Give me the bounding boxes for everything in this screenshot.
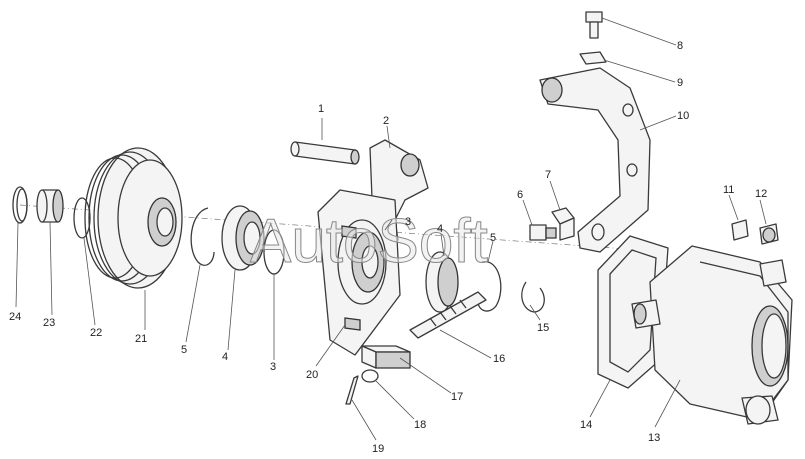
callout-11: 11 xyxy=(723,184,734,196)
part-17-key xyxy=(361,345,411,369)
callout-numbers: 1 2 3 4 5 6 7 8 9 10 11 12 13 14 15 16 1… xyxy=(9,40,767,455)
part-21-pulley xyxy=(84,147,183,289)
callout-7: 7 xyxy=(545,169,551,181)
part-4-bearing-second xyxy=(425,251,459,313)
callout-14: 14 xyxy=(580,419,592,431)
callout-4-lower: 4 xyxy=(222,351,228,363)
part-5-circlip-second xyxy=(477,261,502,312)
callout-22: 22 xyxy=(90,327,102,339)
callout-13: 13 xyxy=(648,432,660,444)
part-9-lock-plate xyxy=(579,51,607,65)
callout-16: 16 xyxy=(493,353,505,365)
callout-5-upper: 5 xyxy=(490,232,496,244)
callout-19: 19 xyxy=(372,443,384,455)
part-20-housing-plate xyxy=(317,189,401,356)
part-22-ring xyxy=(73,197,91,239)
callout-17: 17 xyxy=(451,391,463,403)
part-23-spacer-sleeve xyxy=(36,189,64,223)
part-5-circlip xyxy=(190,207,215,266)
callout-1: 1 xyxy=(318,103,324,115)
part-7-nut xyxy=(551,207,575,241)
part-11-nut xyxy=(731,219,749,241)
part-16-drive-shaft xyxy=(409,291,487,339)
part-12-cap-nut xyxy=(759,223,779,245)
callout-21: 21 xyxy=(135,333,147,345)
callout-10: 10 xyxy=(677,110,689,122)
part-8-screw xyxy=(585,11,603,39)
callout-3-upper: 3 xyxy=(405,216,411,228)
callout-12: 12 xyxy=(755,188,767,200)
part-1-pin xyxy=(290,141,360,165)
part-4-bearing xyxy=(221,205,265,271)
callout-24: 24 xyxy=(9,311,21,323)
callout-4-upper: 4 xyxy=(437,223,443,235)
leader-lines xyxy=(15,17,767,441)
watermark: AutoSoft xyxy=(250,207,488,276)
callout-6: 6 xyxy=(517,189,523,201)
callout-23: 23 xyxy=(43,317,55,329)
part-13-pump-body xyxy=(631,245,793,425)
callout-2: 2 xyxy=(383,115,389,127)
part-10-support-bracket xyxy=(539,67,651,253)
callout-5-lower: 5 xyxy=(181,344,187,356)
callout-15: 15 xyxy=(537,322,549,334)
part-6-bolt xyxy=(529,224,557,241)
callout-8: 8 xyxy=(677,40,683,52)
callout-3-lower: 3 xyxy=(270,361,276,373)
part-19-split-pin xyxy=(345,375,359,405)
callout-18: 18 xyxy=(414,419,426,431)
callout-9: 9 xyxy=(677,77,683,89)
part-24-snap-ring xyxy=(12,186,28,224)
callout-20: 20 xyxy=(306,369,318,381)
part-15-retaining-ring xyxy=(521,281,545,313)
part-18-washer xyxy=(361,369,379,383)
